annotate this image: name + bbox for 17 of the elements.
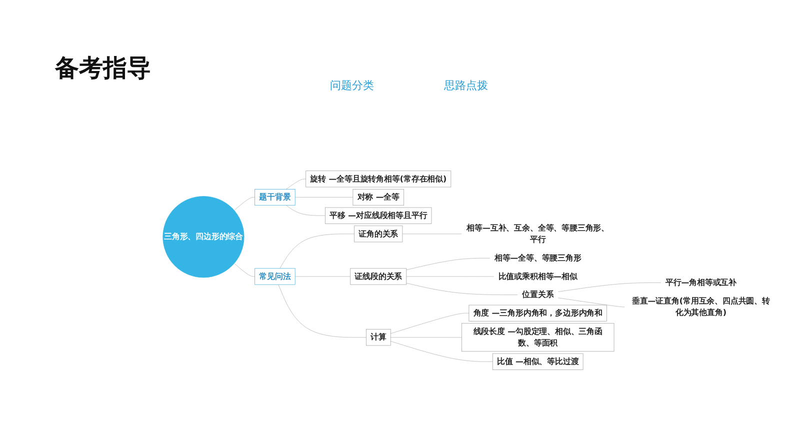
connector <box>558 282 662 292</box>
connector <box>234 197 256 211</box>
connector <box>406 258 490 270</box>
connector <box>390 337 462 338</box>
connector <box>280 234 354 269</box>
connector <box>406 283 518 296</box>
connector <box>294 197 354 198</box>
column-heading: 思路点拨 <box>444 78 488 93</box>
connector <box>558 298 625 308</box>
connector <box>286 178 306 190</box>
connector <box>278 284 366 338</box>
connector <box>286 205 326 216</box>
title: 备考指导 <box>55 53 151 84</box>
column-heading: 问题分类 <box>330 78 374 93</box>
connector <box>390 341 493 362</box>
connector <box>390 313 470 334</box>
connector <box>234 263 256 277</box>
